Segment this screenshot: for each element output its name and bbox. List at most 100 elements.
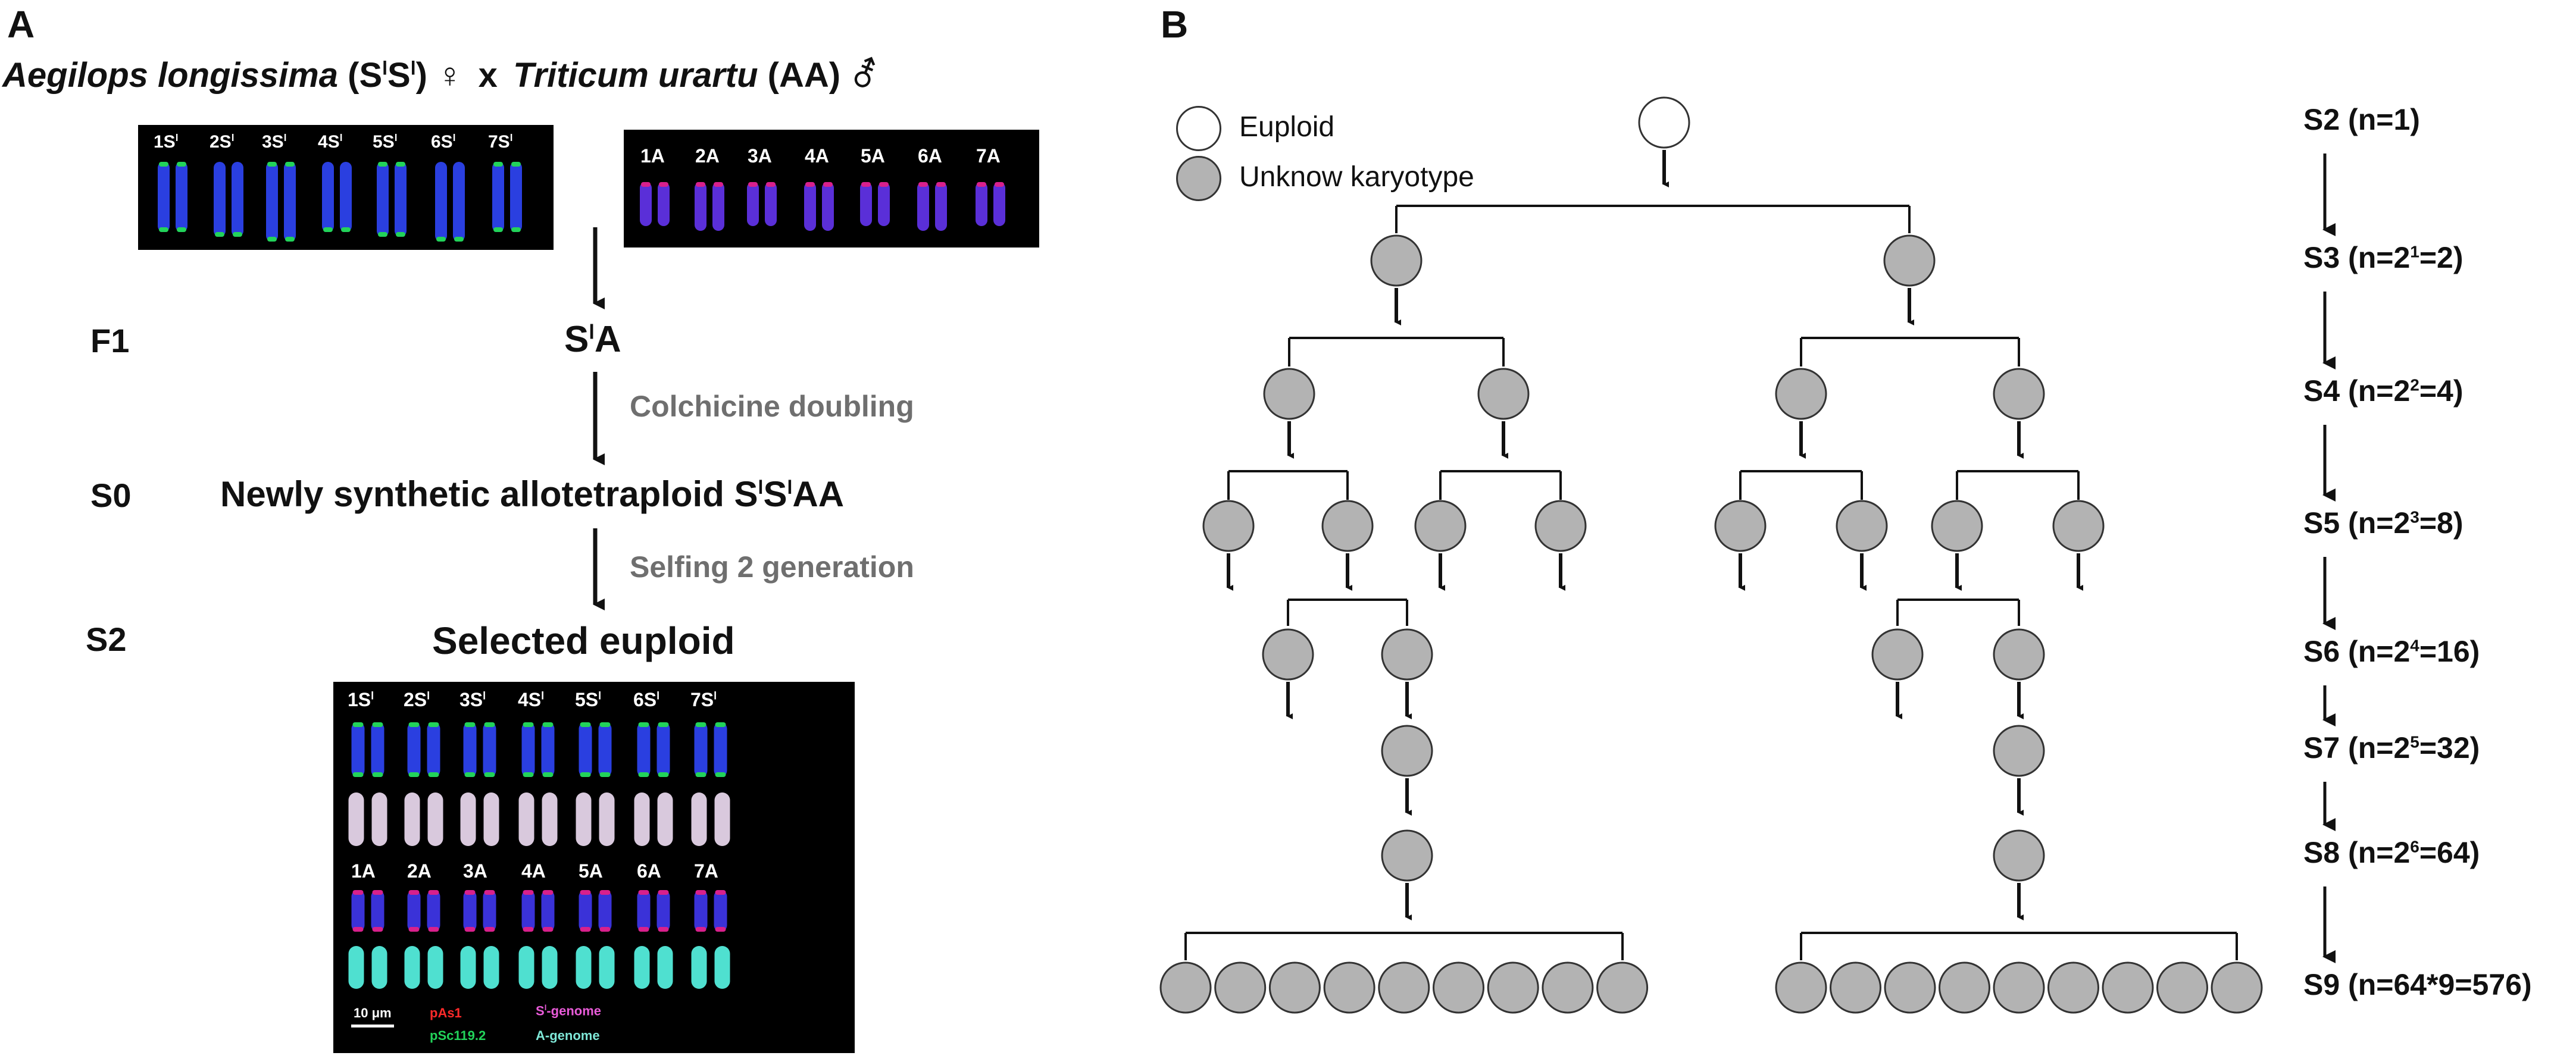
karyotype-a-gish [634, 946, 673, 989]
unknown-karyotype-node [1883, 234, 1936, 287]
unknown-karyotype-node [2102, 961, 2154, 1014]
s2-description: Selected euploid [432, 619, 735, 662]
karyotype-sl-gish [404, 792, 443, 846]
legend-a-genome: A-genome [536, 1028, 600, 1043]
s0-label: S0 [90, 477, 132, 514]
scale-bar [351, 1025, 394, 1027]
karyotype-sl-label: 4Sl [518, 689, 545, 710]
sl-chromosome-label: 3Sl [262, 132, 287, 152]
legend-unknown-label: Unknow karyotype [1239, 161, 1474, 193]
unknown-karyotype-node [1871, 628, 1924, 681]
karyotype-a-label: 3A [463, 860, 487, 882]
f1-genome: SlA [564, 319, 621, 360]
unknown-karyotype-node [1542, 961, 1594, 1014]
karyotype-sl-gish [634, 792, 673, 846]
karyotype-image [333, 682, 855, 1053]
karyotype-sl-label: 3Sl [459, 689, 486, 710]
karyotype-a-label: 6A [637, 860, 661, 882]
sl-chromosome-pair [322, 162, 352, 232]
a-chromosome-label: 2A [695, 145, 720, 167]
unknown-karyotype-node [1321, 500, 1374, 552]
a-chromosome-label: 7A [976, 145, 1001, 167]
male-symbol: ⚦ [850, 56, 879, 95]
karyotype-sl-label: 5Sl [575, 689, 602, 710]
sl-chromosome-pair [377, 162, 407, 237]
sl-chromosome-label: 1Sl [154, 132, 179, 152]
a-chromosome-pair [640, 182, 670, 226]
karyotype-a-gish [576, 946, 615, 989]
female-symbol: ♀ [437, 56, 463, 95]
generation-label: S9 (n=64*9=576) [2303, 968, 2532, 1001]
karyotype-sl-fish [407, 722, 440, 777]
generation-label: S6 (n=24=16) [2303, 635, 2480, 668]
karyotype-a-fish [463, 890, 496, 932]
karyotype-a-gish [518, 946, 558, 989]
f1-label: F1 [90, 322, 130, 359]
cross-line: Aegilops longissima (SlSl) ♀ x Triticum … [2, 55, 879, 95]
karyotype-a-fish [521, 890, 555, 932]
a-chromosome-pair [804, 182, 834, 231]
karyotype-a-label: 5A [579, 860, 603, 882]
a-chromosome-pair [695, 182, 724, 231]
sl-chromosome-pair [158, 162, 187, 232]
legend-euploid-swatch [1176, 106, 1221, 151]
karyotype-sl-gish [518, 792, 558, 846]
unknown-karyotype-node [1830, 961, 1881, 1014]
a-chromosome-label: 3A [748, 145, 772, 167]
generation-label: S4 (n=22=4) [2303, 374, 2464, 408]
karyotype-a-gish [691, 946, 730, 989]
unknown-karyotype-node [2156, 961, 2208, 1014]
unknown-karyotype-node [1714, 500, 1767, 552]
karyotype-a-label: 2A [407, 860, 432, 882]
unknown-karyotype-node [2211, 961, 2263, 1014]
a-chromosome-label: 5A [861, 145, 885, 167]
unknown-karyotype-node [1381, 628, 1433, 681]
scale-bar-label: 10 μm [354, 1005, 392, 1020]
karyotype-a-gish [348, 946, 387, 989]
karyotype-sl-fish [521, 722, 555, 777]
male-species-name: Triticum urartu [513, 56, 758, 95]
female-genome: (SlSl) [348, 56, 427, 95]
unknown-karyotype-node [1993, 368, 2045, 420]
unknown-karyotype-node [1775, 961, 1827, 1014]
karyotype-sl-gish [348, 792, 387, 846]
sl-chromosome-label: 4Sl [318, 132, 343, 152]
unknown-karyotype-node [1262, 628, 1314, 681]
female-species-name: Aegilops longissima [2, 56, 338, 95]
s0-description: Newly synthetic allotetraploid SlSlAA [220, 474, 845, 514]
unknown-karyotype-node [1836, 500, 1888, 552]
panel-a-label: A [7, 3, 35, 46]
unknown-karyotype-node [1993, 829, 2045, 882]
karyotype-a-label: 7A [694, 860, 718, 882]
cross-symbol: x [478, 56, 498, 95]
a-chromosome-label: 4A [805, 145, 829, 167]
sl-chromosome-label: 6Sl [431, 132, 456, 152]
a-chromosome-label: 6A [918, 145, 942, 167]
unknown-karyotype-node [2047, 961, 2099, 1014]
karyotype-sl-gish [576, 792, 615, 846]
karyotype-a-fish [694, 890, 727, 932]
karyotype-a-gish [404, 946, 443, 989]
sl-chromosome-image [138, 125, 554, 250]
unknown-karyotype-node [1477, 368, 1530, 420]
karyotype-sl-fish [694, 722, 727, 777]
male-genome: (AA) [767, 56, 841, 95]
a-chromosome-pair [976, 182, 1005, 226]
legend-psc: pSc119.2 [430, 1028, 486, 1043]
selfing-step: Selfing 2 generation [630, 550, 914, 584]
unknown-karyotype-node [1381, 725, 1433, 777]
unknown-karyotype-node [1378, 961, 1430, 1014]
panel-b-label: B [1161, 3, 1189, 46]
a-chromosome-pair [860, 182, 890, 226]
unknown-karyotype-node [1596, 961, 1649, 1014]
karyotype-sl-label: 6Sl [633, 689, 660, 710]
unknown-karyotype-node [1931, 500, 1983, 552]
unknown-karyotype-node [1414, 500, 1467, 552]
unknown-karyotype-node [1323, 961, 1375, 1014]
generation-label: S7 (n=25=32) [2303, 731, 2480, 765]
karyotype-sl-fish [463, 722, 496, 777]
generation-label: S2 (n=1) [2303, 103, 2420, 136]
karyotype-sl-fish [351, 722, 384, 777]
unknown-karyotype-node [1202, 500, 1255, 552]
karyotype-sl-gish [691, 792, 730, 846]
